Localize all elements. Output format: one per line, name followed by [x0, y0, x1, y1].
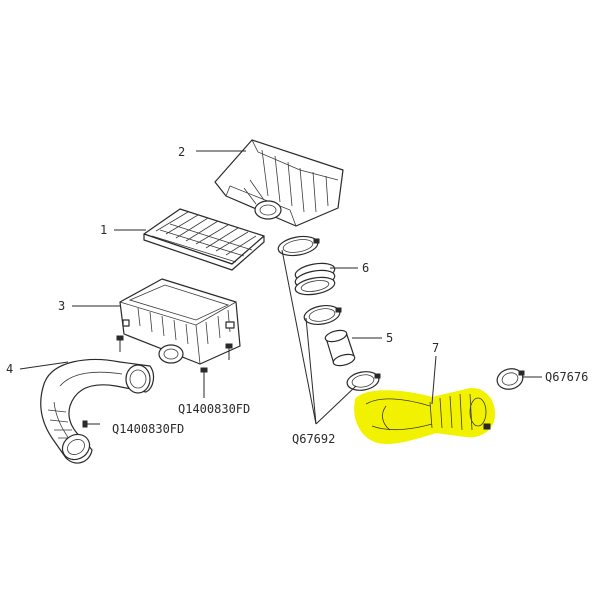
- callout-6: 6: [362, 261, 369, 275]
- leader-7: [431, 355, 437, 405]
- callout-clamp-small: Q67676: [545, 370, 588, 384]
- bolt-mid[interactable]: [225, 343, 233, 360]
- callout-4: 4: [6, 362, 13, 376]
- air-filter-element[interactable]: [143, 208, 265, 271]
- sensor-tube[interactable]: [324, 328, 356, 367]
- callout-bolt-b: Q1400830FD: [112, 422, 184, 436]
- callout-7: 7: [432, 341, 439, 355]
- air-cleaner-housing[interactable]: [119, 278, 241, 365]
- clamp-lower[interactable]: [346, 369, 381, 392]
- air-cleaner-cover[interactable]: [214, 139, 344, 227]
- bolt-left[interactable]: [116, 335, 124, 352]
- bolt-right[interactable]: [200, 367, 208, 386]
- bolt-duct[interactable]: [82, 420, 100, 428]
- callout-3: 3: [58, 299, 65, 313]
- callout-2: 2: [178, 145, 185, 159]
- leader-clamp-group: [281, 249, 357, 425]
- clamp-upper[interactable]: [277, 234, 320, 259]
- clamp-middle[interactable]: [303, 303, 342, 327]
- callout-bolt-a: Q1400830FD: [178, 402, 250, 416]
- callout-1: 1: [100, 223, 107, 237]
- air-hose-highlighted[interactable]: [354, 388, 495, 444]
- clamp-small[interactable]: [495, 366, 525, 392]
- leader-4: [19, 361, 69, 370]
- intake-duct[interactable]: [40, 358, 155, 465]
- callout-clamp-group: Q67692: [292, 432, 335, 446]
- callout-5: 5: [386, 331, 393, 345]
- bellows-seal[interactable]: [294, 261, 336, 298]
